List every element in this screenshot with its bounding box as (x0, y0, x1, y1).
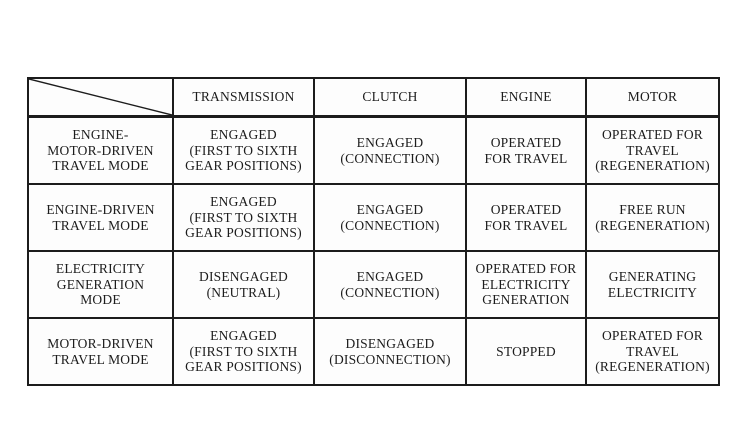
cell-transmission: ENGAGED (FIRST TO SIXTH GEAR POSITIONS) (172, 115, 315, 185)
mode-comparison-table: TRANSMISSION CLUTCH ENGINE MOTOR ENGINE-… (27, 77, 720, 386)
cell-clutch: ENGAGED (CONNECTION) (313, 183, 467, 252)
diagonal-line-icon (29, 79, 172, 115)
row-header-cell: ELECTRICITY GENERATION MODE (27, 250, 174, 319)
cell-motor: OPERATED FOR TRAVEL (REGENERATION) (585, 317, 720, 386)
cell-transmission: DISENGAGED (NEUTRAL) (172, 250, 315, 319)
table-row-electricity-generation: ELECTRICITY GENERATION MODE DISENGAGED (… (27, 250, 720, 319)
cell-engine: STOPPED (465, 317, 587, 386)
row-header-cell: ENGINE-DRIVEN TRAVEL MODE (27, 183, 174, 252)
cell-engine: OPERATED FOR TRAVEL (465, 183, 587, 252)
cell-motor: FREE RUN (REGENERATION) (585, 183, 720, 252)
table-row-engine-motor-driven: ENGINE- MOTOR-DRIVEN TRAVEL MODE ENGAGED… (27, 115, 720, 185)
column-header-clutch: CLUTCH (313, 77, 467, 118)
cell-transmission: ENGAGED (FIRST TO SIXTH GEAR POSITIONS) (172, 183, 315, 252)
table-row-motor-driven: MOTOR-DRIVEN TRAVEL MODE ENGAGED (FIRST … (27, 317, 720, 386)
cell-motor: OPERATED FOR TRAVEL (REGENERATION) (585, 115, 720, 185)
column-header-motor: MOTOR (585, 77, 720, 118)
header-row: TRANSMISSION CLUTCH ENGINE MOTOR (27, 77, 720, 118)
cell-motor: GENERATING ELECTRICITY (585, 250, 720, 319)
cell-clutch: DISENGAGED (DISCONNECTION) (313, 317, 467, 386)
cell-transmission: ENGAGED (FIRST TO SIXTH GEAR POSITIONS) (172, 317, 315, 386)
cell-engine: OPERATED FOR ELECTRICITY GENERATION (465, 250, 587, 319)
corner-cell (27, 77, 174, 118)
cell-clutch: ENGAGED (CONNECTION) (313, 115, 467, 185)
row-header-cell: MOTOR-DRIVEN TRAVEL MODE (27, 317, 174, 386)
column-header-engine: ENGINE (465, 77, 587, 118)
column-header-transmission: TRANSMISSION (172, 77, 315, 118)
mode-comparison-table-wrapper: TRANSMISSION CLUTCH ENGINE MOTOR ENGINE-… (27, 77, 720, 386)
cell-engine: OPERATED FOR TRAVEL (465, 115, 587, 185)
cell-clutch: ENGAGED (CONNECTION) (313, 250, 467, 319)
row-header-cell: ENGINE- MOTOR-DRIVEN TRAVEL MODE (27, 115, 174, 185)
table-row-engine-driven: ENGINE-DRIVEN TRAVEL MODE ENGAGED (FIRST… (27, 183, 720, 252)
